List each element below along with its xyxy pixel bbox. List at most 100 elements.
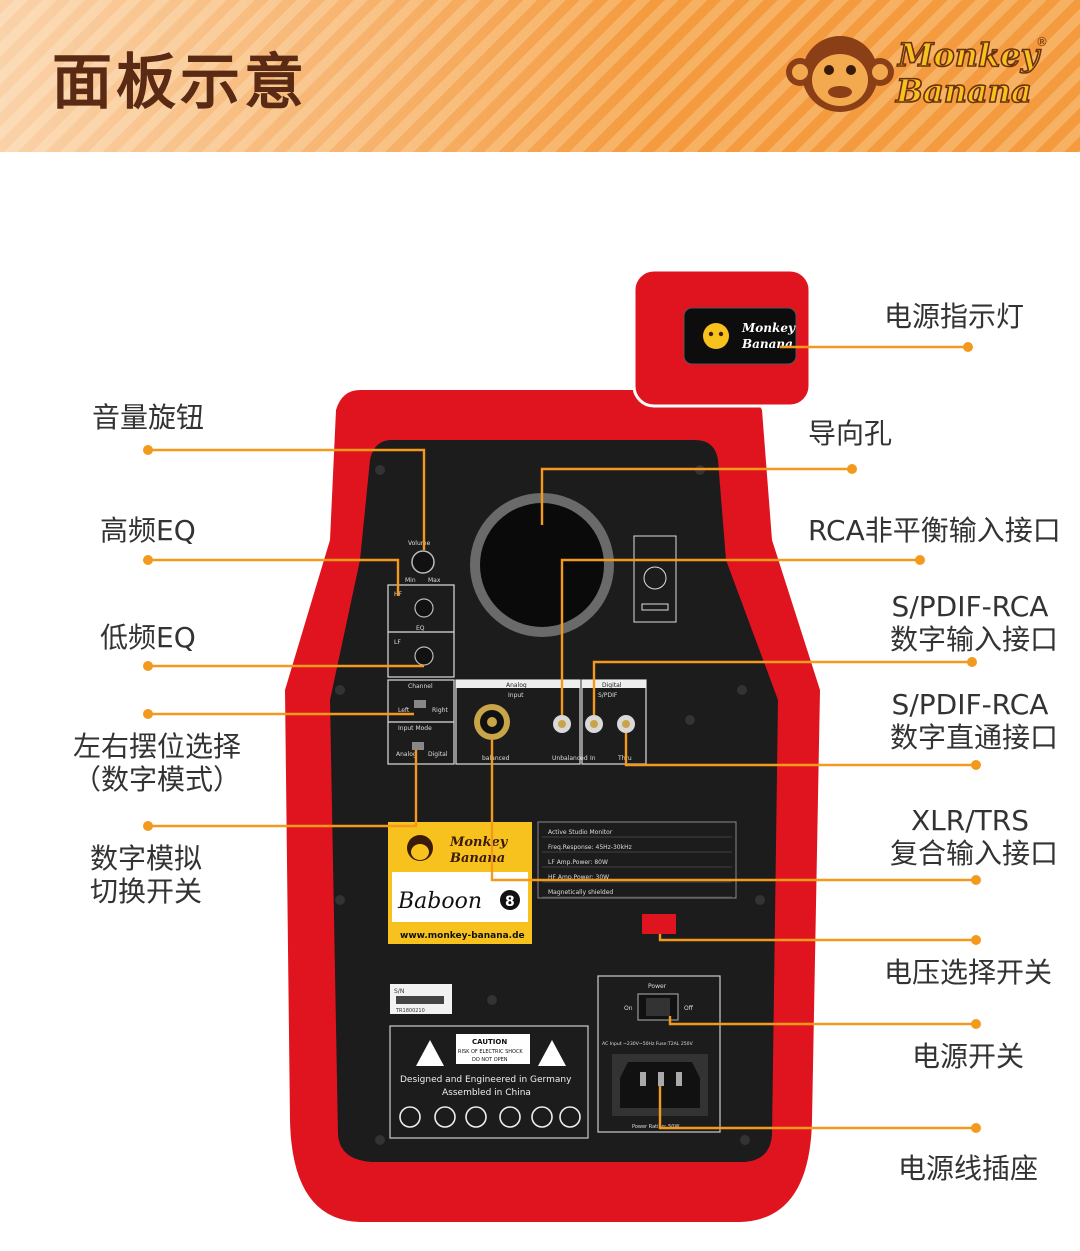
label-power-switch: 电源开关 <box>912 1040 1025 1073</box>
website-label: www.monkey-banana.de <box>400 931 525 941</box>
channel-right-label: Right <box>432 707 448 714</box>
leader-power-socket <box>658 1086 976 1130</box>
label-spdif-input: S/PDIF-RCA 数字输入接口 <box>890 590 1059 656</box>
leader-volume <box>148 448 426 550</box>
label-power-socket: 电源线插座 <box>898 1152 1039 1185</box>
label-spdif-input-line1: S/PDIF-RCA <box>891 590 1049 623</box>
leader-spdif-in <box>592 660 972 715</box>
analog-label: Analog <box>506 682 527 689</box>
lf-eq-knob <box>414 646 434 666</box>
brand-logo: Monkey Banana ® <box>786 35 1048 112</box>
spec-item: HF Amp.Power: 30W <box>548 874 609 881</box>
label-spdif-through: S/PDIF-RCA 数字直通接口 <box>890 688 1059 754</box>
rear-panel <box>330 440 778 1162</box>
shock-warning-2: DO NOT OPEN <box>472 1057 508 1063</box>
label-xlr-trs: XLR/TRS 复合输入接口 <box>890 804 1059 870</box>
leader-hf-eq <box>148 558 400 596</box>
leader-spdif-thru <box>624 733 976 767</box>
eq-panel <box>387 584 455 678</box>
label-voltage-switch: 电压选择开关 <box>884 956 1053 989</box>
spec-item: LF Amp.Power: 80W <box>548 859 608 866</box>
label-lf-eq: 低频EQ <box>100 621 196 654</box>
designed-label: Designed and Engineered in Germany <box>400 1075 572 1085</box>
leader-voltage <box>658 934 976 942</box>
plate-brand-line1: Monkey <box>449 835 509 850</box>
led-brand-line2: Banana <box>741 337 793 351</box>
channel-left-label: Left <box>398 707 410 714</box>
label-spdif-through-line1: S/PDIF-RCA <box>891 688 1049 721</box>
leader-rca <box>560 558 920 715</box>
balanced-label: balanced <box>482 755 510 762</box>
serial-number: TR1800210 <box>395 1008 425 1014</box>
label-volume-knob: 音量旋钮 <box>92 401 205 434</box>
lf-label: LF <box>394 639 401 646</box>
channel-label: Channel <box>408 683 433 690</box>
volume-label: Volume <box>408 540 431 547</box>
digital-label: Digital <box>602 682 622 689</box>
registered-mark: ® <box>1036 35 1048 49</box>
brand-line1: Monkey <box>897 36 1042 74</box>
ac-input-label: AC Input ~230V~50Hz Fuse:T2AL 250V <box>602 1041 694 1047</box>
label-position-select: 左右摆位选择 （数字模式） <box>64 730 250 796</box>
input-mode-analog-label: Analog <box>396 751 417 758</box>
leader-power-switch <box>668 1016 976 1026</box>
brand-line2: Banana <box>895 72 1032 110</box>
label-spdif-through-line2: 数字直通接口 <box>890 721 1059 754</box>
voltage-switch <box>642 914 676 934</box>
label-port: 导向孔 <box>808 417 893 450</box>
caution-label: CAUTION <box>472 1038 507 1046</box>
leader-digital-analog <box>148 750 418 828</box>
power-label: Power <box>648 983 667 990</box>
model-name: Baboon <box>397 889 482 914</box>
power-box <box>597 975 721 1133</box>
plate-brand-line2: Banana <box>449 851 505 866</box>
power-on-label: On <box>624 1005 633 1012</box>
input-mode-switch <box>412 742 424 750</box>
label-xlr-trs-line2: 复合输入接口 <box>890 837 1059 870</box>
panel-screws <box>335 465 765 1145</box>
unbalanced-label: Unbalanced <box>552 755 588 762</box>
label-hf-eq: 高频EQ <box>100 514 196 547</box>
label-spdif-input-line2: 数字输入接口 <box>890 623 1059 656</box>
label-rca-unbalanced: RCA非平衡输入接口 <box>808 514 1061 547</box>
model-number: 8 <box>505 894 515 910</box>
label-xlr-trs-line1: XLR/TRS <box>910 804 1029 837</box>
power-off-label: Off <box>684 1005 694 1012</box>
label-digital-analog-line1: 数字模拟 <box>89 842 202 875</box>
leader-dots <box>143 342 981 1133</box>
input-mode-label: Input Mode <box>398 725 432 732</box>
volume-knob <box>411 550 435 574</box>
spec-item: Freq.Response: 45Hz-30kHz <box>548 844 632 851</box>
spdif-label: S/PDIF <box>598 692 618 699</box>
analog-input-label: Input <box>508 692 524 699</box>
certification-icons <box>399 1106 581 1128</box>
header-banner <box>0 0 1080 152</box>
caution-box <box>389 1025 589 1139</box>
label-position-select-line1: 左右摆位选择 <box>72 730 241 763</box>
volume-min-label: Min <box>405 577 416 584</box>
input-mode-digital-label: Digital <box>428 751 448 758</box>
hf-eq-knob <box>414 598 434 618</box>
eq-label: EQ <box>416 625 425 632</box>
spec-item: Active Studio Monitor <box>548 829 613 836</box>
led-brand-line1: Monkey <box>741 321 796 335</box>
page-title: 面板示意 <box>52 48 308 118</box>
channel-switch <box>414 700 426 708</box>
monkey-logo-icon <box>786 36 894 112</box>
spdif-thru-label: Thru <box>617 755 632 762</box>
leader-lines <box>148 345 976 1130</box>
serial-label: S/N <box>394 988 404 995</box>
label-power-indicator: 电源指示灯 <box>884 300 1025 333</box>
leader-xlr <box>490 740 976 882</box>
spec-item: Magnetically shielded <box>548 889 613 896</box>
leader-port <box>540 467 852 525</box>
specs-box <box>537 821 737 899</box>
volume-max-label: Max <box>428 577 441 584</box>
spdif-in-label: In <box>590 755 596 762</box>
power-rating-label: Power Rating: 50W <box>632 1124 679 1130</box>
label-digital-analog-line2: 切换开关 <box>89 875 202 908</box>
label-position-select-line2: （数字模式） <box>72 763 241 796</box>
wiring-diagram <box>633 535 677 623</box>
